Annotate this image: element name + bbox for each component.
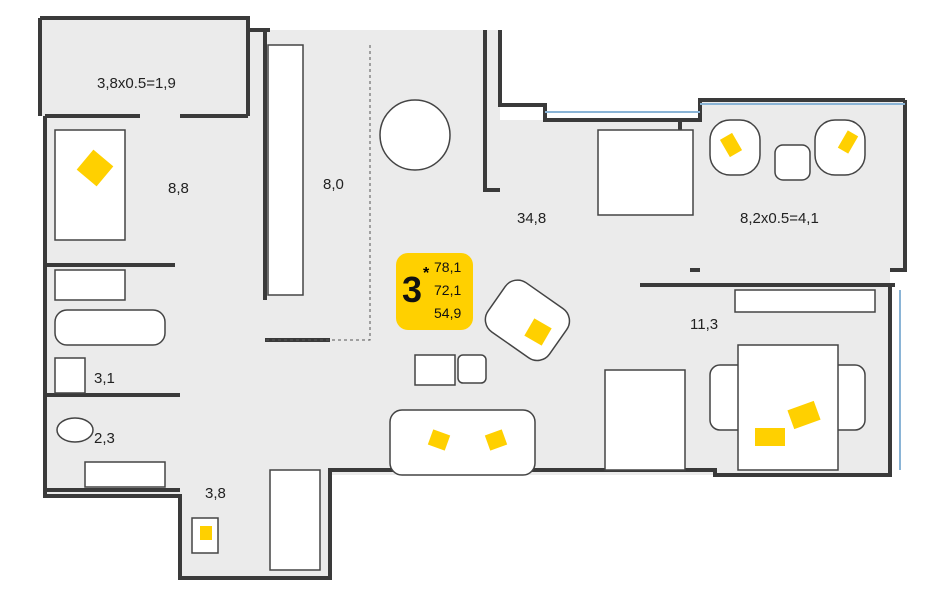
sofa bbox=[389, 409, 536, 476]
dining-table bbox=[379, 99, 451, 171]
armchair bbox=[484, 279, 571, 362]
toilet-bowl bbox=[56, 417, 94, 443]
rooms-mark: * bbox=[423, 265, 430, 282]
bed-single bbox=[54, 129, 126, 241]
bathtub bbox=[54, 309, 166, 346]
desk bbox=[597, 129, 694, 216]
furniture bbox=[54, 44, 876, 571]
room-area-bedroom-large: 11,3 bbox=[690, 316, 719, 333]
wardrobe bbox=[54, 269, 126, 301]
kitchen-zone-line bbox=[265, 45, 371, 341]
hall-closet bbox=[269, 469, 321, 571]
room-area-bathroom: 3,1 bbox=[94, 370, 115, 387]
sink bbox=[54, 357, 86, 394]
room-area-living-room: 34,8 bbox=[517, 210, 547, 227]
coffee-table bbox=[414, 354, 456, 386]
cushions bbox=[76, 130, 859, 540]
room-area-toilet: 2,3 bbox=[94, 430, 115, 447]
room-area-balcony-right: 8,2x0.5=4,1 bbox=[740, 210, 819, 227]
room-area-hallway: 3,8 bbox=[205, 485, 226, 502]
bed-frame bbox=[737, 344, 839, 471]
total-area: 78,1 bbox=[434, 259, 462, 275]
room-area-balcony-left: 3,8x0.5=1,9 bbox=[97, 75, 176, 92]
living-area: 54,9 bbox=[434, 305, 462, 321]
kitchen-counter bbox=[267, 44, 304, 296]
room-area-kitchen: 8,0 bbox=[323, 176, 344, 193]
windows bbox=[545, 103, 905, 470]
walls bbox=[38, 16, 907, 580]
balcony-left-floor bbox=[40, 18, 250, 116]
pouf bbox=[457, 354, 487, 384]
wardrobe-large bbox=[604, 369, 686, 471]
washer-sink bbox=[84, 461, 166, 488]
room-area-bedroom-small: 8,8 bbox=[168, 180, 189, 197]
rooms-count: 3 bbox=[402, 269, 423, 310]
area-without-balcony: 72,1 bbox=[434, 282, 462, 298]
side-table bbox=[774, 144, 811, 181]
apartment-summary-badge: 3 * 78,1 72,1 54,9 bbox=[396, 253, 473, 330]
tv-stand bbox=[734, 289, 876, 313]
